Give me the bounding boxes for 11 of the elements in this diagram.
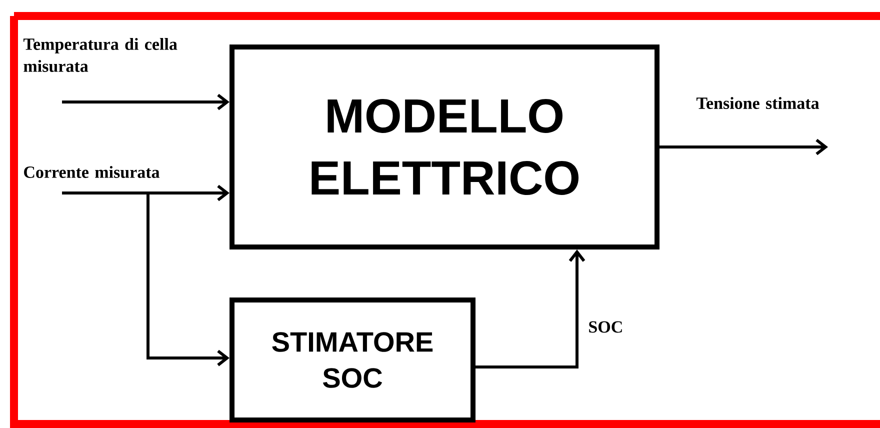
edge-label: SOC [589,321,622,333]
process-box: MODELLO ELETTRICO [230,44,660,250]
arrow [476,250,586,368]
edge-label: Tensione stimata [696,97,820,109]
edge-label: Corrente misurata [24,166,160,178]
arrow [146,193,230,366]
arrow [62,184,230,202]
arrow [62,94,230,110]
arrow [660,138,828,156]
edge-label: Temperatura di cella misurata [23,38,178,72]
process-box: STIMATORE SOC [230,298,476,422]
